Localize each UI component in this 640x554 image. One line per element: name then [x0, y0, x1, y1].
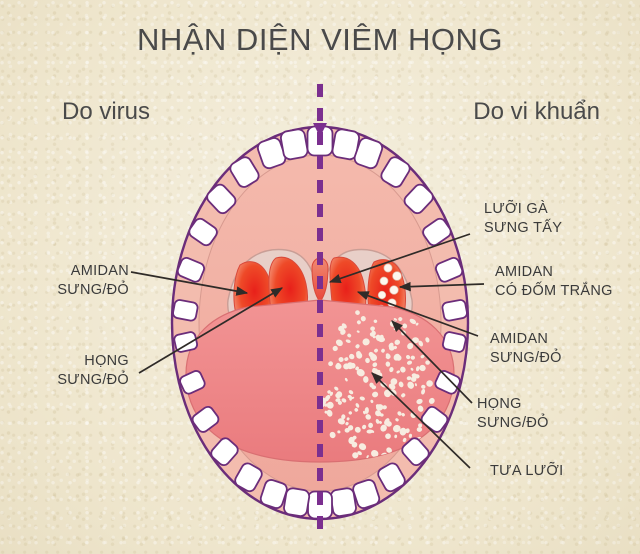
thrush-spot [366, 455, 369, 459]
thrush-spot [425, 360, 430, 365]
thrush-spot [381, 348, 385, 353]
tooth [191, 405, 220, 433]
tooth [179, 370, 206, 395]
thrush-spot [327, 390, 331, 394]
thrush-spot [346, 417, 350, 421]
callout-amidan-sung-do-right: AMIDAN SƯNG/ĐỎ [490, 331, 562, 367]
thrush-spot [332, 345, 338, 352]
tooth [188, 217, 218, 247]
callout-luoi-ga-sung-tay: LƯỠI GÀ SƯNG TẤY [484, 201, 563, 237]
thrush-spot [345, 339, 351, 343]
thrush-spot [358, 443, 367, 451]
thrush-spot [349, 395, 353, 401]
thrush-spot [351, 441, 358, 448]
thrush-spot [364, 407, 369, 414]
thrush-spot [343, 363, 350, 370]
thrush-spot [348, 411, 352, 415]
thrush-spot [352, 452, 359, 459]
tooth [210, 437, 239, 467]
tooth [234, 462, 263, 493]
thrush-spot [345, 421, 349, 426]
thrush-spot [354, 408, 359, 412]
thrush-spot [362, 424, 367, 430]
center-divider-dashed [313, 84, 327, 534]
thrush-spot [344, 357, 349, 361]
tooth [173, 331, 199, 353]
tooth [403, 183, 434, 215]
thrush-spot [365, 357, 370, 364]
thrush-spot [359, 396, 365, 401]
thrush-spot [334, 386, 339, 391]
thrush-spot [356, 369, 365, 377]
thrush-spot [337, 430, 341, 434]
tooth [206, 183, 237, 215]
thrush-spot [363, 376, 369, 383]
thrush-spot [357, 451, 362, 456]
callout-hong-sung-do-right: HỌNG SƯNG/ĐỎ [477, 396, 549, 432]
thrush-spot [329, 431, 336, 439]
tooth [353, 137, 384, 170]
thrush-spot [351, 396, 355, 400]
thrush-spot [366, 429, 373, 434]
thrush-spot [354, 426, 361, 433]
thrush-spot [328, 361, 333, 367]
thrush-spot [341, 323, 347, 329]
thrush-spot [349, 362, 356, 369]
thrush-spot [371, 353, 375, 357]
thrush-spot [326, 394, 331, 400]
thrush-spot [344, 377, 348, 382]
thrush-spot [365, 414, 371, 420]
thrush-spot [385, 361, 391, 367]
thrush-spot [344, 427, 350, 433]
thrush-spot [355, 403, 360, 408]
thrush-spot [378, 337, 385, 343]
thrush-spot [335, 398, 341, 402]
tooth [280, 128, 309, 161]
thrush-spot [329, 391, 333, 396]
thrush-spot [338, 357, 344, 362]
thrush-spot [348, 390, 354, 395]
tooth [283, 487, 311, 517]
callout-amidan-sung-do-left: AMIDAN SƯNG/ĐỎ [57, 263, 129, 299]
thrush-spot [335, 363, 342, 370]
thrush-spot [337, 418, 346, 425]
tooth [352, 479, 381, 509]
tooth [229, 156, 260, 188]
thrush-spot [356, 352, 363, 359]
thrush-spot [326, 401, 334, 409]
thrush-spot [374, 348, 378, 353]
thrush-spot [341, 398, 347, 403]
tooth [380, 156, 411, 188]
page-title: NHẬN DIỆN VIÊM HỌNG [136, 22, 504, 57]
thrush-spot [372, 362, 378, 368]
tooth [329, 487, 357, 517]
side-label-bacteria: Do vi khuẩn [473, 98, 600, 125]
tooth [172, 299, 199, 322]
thrush-spot [372, 367, 377, 373]
thrush-spot [338, 325, 345, 332]
callout-tua-luoi: TƯA LƯỠI [490, 463, 564, 479]
tooth [259, 479, 288, 509]
thrush-spot [347, 333, 352, 338]
thrush-spot [362, 338, 370, 346]
tooth [441, 299, 468, 322]
thrush-spot [349, 353, 355, 360]
thrush-spot [341, 414, 346, 420]
thrush-spot [355, 366, 359, 371]
tooth [441, 331, 467, 353]
thrush-spot [355, 344, 360, 349]
callout-hong-sung-do-left: HỌNG SƯNG/ĐỎ [57, 353, 129, 389]
thrush-spot [352, 435, 357, 440]
thrush-spot [336, 391, 343, 398]
thrush-spot [385, 353, 391, 359]
thrush-spot [337, 400, 342, 405]
side-label-virus: Do virus [62, 98, 151, 125]
thrush-spot [335, 339, 343, 347]
callout-amidan-co-dom-trang: AMIDAN CÓ ĐỐM TRẮNG [495, 264, 613, 300]
thrush-spot [326, 409, 333, 417]
